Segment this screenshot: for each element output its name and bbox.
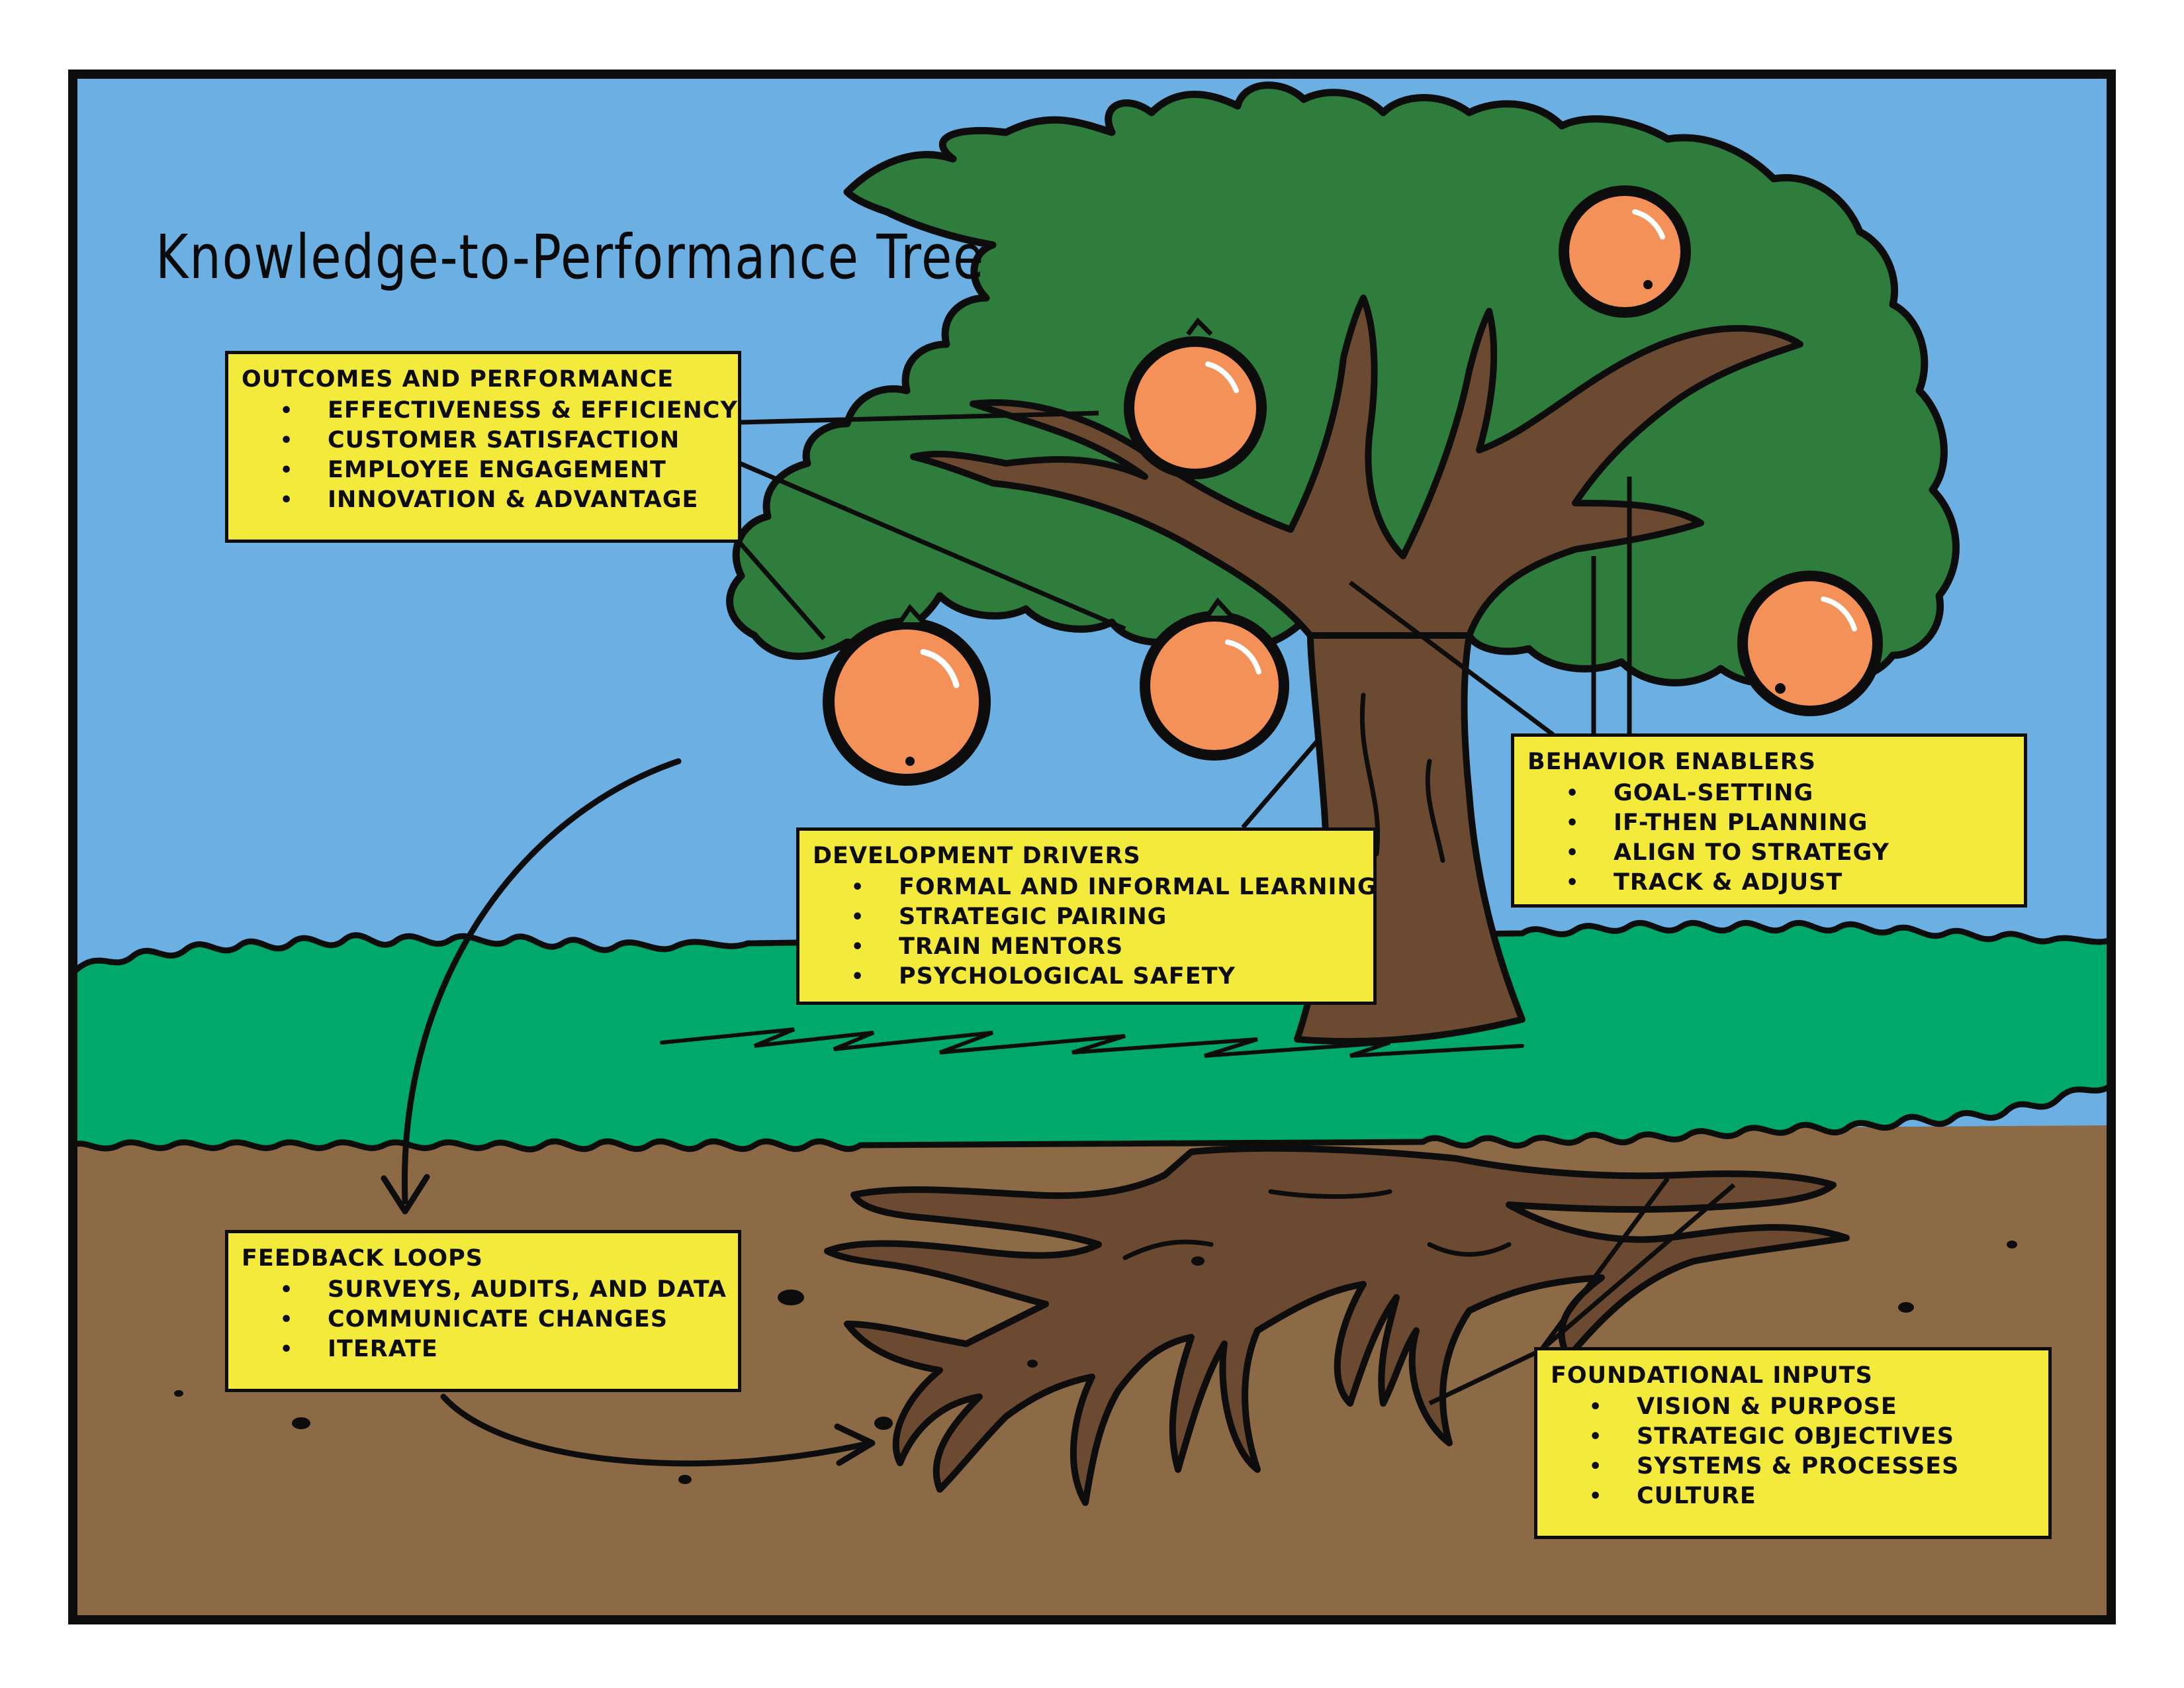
foundational-list: •Vision & Purpose •Strategic Objectives … (1537, 1392, 1959, 1511)
bullet: • (1566, 841, 1580, 865)
bullet: • (1589, 1395, 1603, 1419)
list-item: •Psychological Safety (799, 962, 1377, 992)
development-box: Development Drivers •Formal and Informal… (796, 827, 1377, 1005)
feedback-box: Feedback Loops •Surveys, Audits, and Dat… (225, 1230, 741, 1392)
soil-specks (174, 1241, 2017, 1484)
bullet: • (280, 459, 294, 482)
foundational-title: Foundational Inputs (1551, 1362, 1873, 1389)
list-item: •Vision & Purpose (1537, 1392, 1959, 1422)
bullet: • (851, 935, 865, 959)
orange-4 (1140, 597, 1289, 761)
connector-lines (738, 410, 1736, 1406)
list-item: •Employee Engagement (228, 455, 738, 485)
bullet: • (280, 1338, 294, 1361)
outcomes-list: •Effectiveness & Efficiency •Customer Sa… (228, 396, 738, 515)
bullet: • (1589, 1485, 1603, 1508)
page-title: Knowledge-to-Performance Tree (156, 222, 985, 293)
behavior-box: Behavior Enablers •Goal-Setting •If-Then… (1511, 733, 2027, 908)
list-item: •Strategic Objectives (1537, 1422, 1959, 1452)
development-list: •Formal and Informal Learning •Strategic… (799, 872, 1377, 992)
arrow-right (440, 1393, 874, 1467)
list-item: •Systems & Processes (1537, 1452, 1959, 1481)
bullet: • (851, 876, 865, 899)
bullet: • (1566, 812, 1580, 835)
branches (910, 295, 1803, 639)
roots (824, 1145, 1850, 1506)
arrow-down (401, 758, 682, 1205)
feedback-title: Feedback Loops (242, 1245, 483, 1272)
outcomes-box: Outcomes and Performance •Effectiveness … (225, 351, 741, 543)
bullet: • (280, 489, 294, 512)
list-item: •Effectiveness & Efficiency (228, 396, 738, 426)
bullet: • (280, 399, 294, 422)
list-item: •Iterate (228, 1335, 727, 1364)
bullet: • (1566, 871, 1580, 894)
bullet: • (1566, 782, 1580, 805)
list-item: •Track & Adjust (1514, 868, 1889, 898)
list-item: •Align to Strategy (1514, 838, 1889, 868)
list-item: •Customer Satisfaction (228, 426, 738, 455)
bullet: • (280, 429, 294, 452)
bullet: • (280, 1278, 294, 1301)
behavior-list: •Goal-Setting •If-Then Planning •Align t… (1514, 778, 1889, 898)
bullet: • (280, 1308, 294, 1331)
list-item: •Surveys, Audits, and Data (228, 1275, 727, 1305)
list-item: •Innovation & Advantage (228, 485, 738, 515)
orange-5 (1737, 571, 1883, 716)
bullet: • (851, 906, 865, 929)
orange-2 (1559, 185, 1691, 318)
orange-1 (1124, 317, 1267, 479)
grass-scribble (660, 1027, 1524, 1058)
foundational-box: Foundational Inputs •Vision & Purpose •S… (1534, 1347, 2052, 1539)
list-item: •Train Mentors (799, 932, 1377, 962)
list-item: •If-Then Planning (1514, 808, 1889, 838)
development-title: Development Drivers (813, 843, 1141, 869)
feedback-list: •Surveys, Audits, and Data •Communicate … (228, 1275, 727, 1364)
list-item: •Culture (1537, 1481, 1959, 1511)
list-item: •Formal and Informal Learning (799, 872, 1377, 902)
behavior-title: Behavior Enablers (1527, 749, 1816, 775)
list-item: •Strategic Pairing (799, 902, 1377, 932)
outcomes-title: Outcomes and Performance (242, 366, 674, 393)
root-lines (1122, 1189, 1512, 1260)
list-item: •Communicate Changes (228, 1305, 727, 1335)
bullet: • (851, 965, 865, 988)
orange-3 (823, 604, 991, 786)
bullet: • (1589, 1455, 1603, 1478)
frame (68, 70, 2116, 1624)
grass (69, 919, 2115, 1152)
list-item: •Goal-Setting (1514, 778, 1889, 808)
feedback-arrows (381, 758, 876, 1467)
bullet: • (1589, 1425, 1603, 1448)
